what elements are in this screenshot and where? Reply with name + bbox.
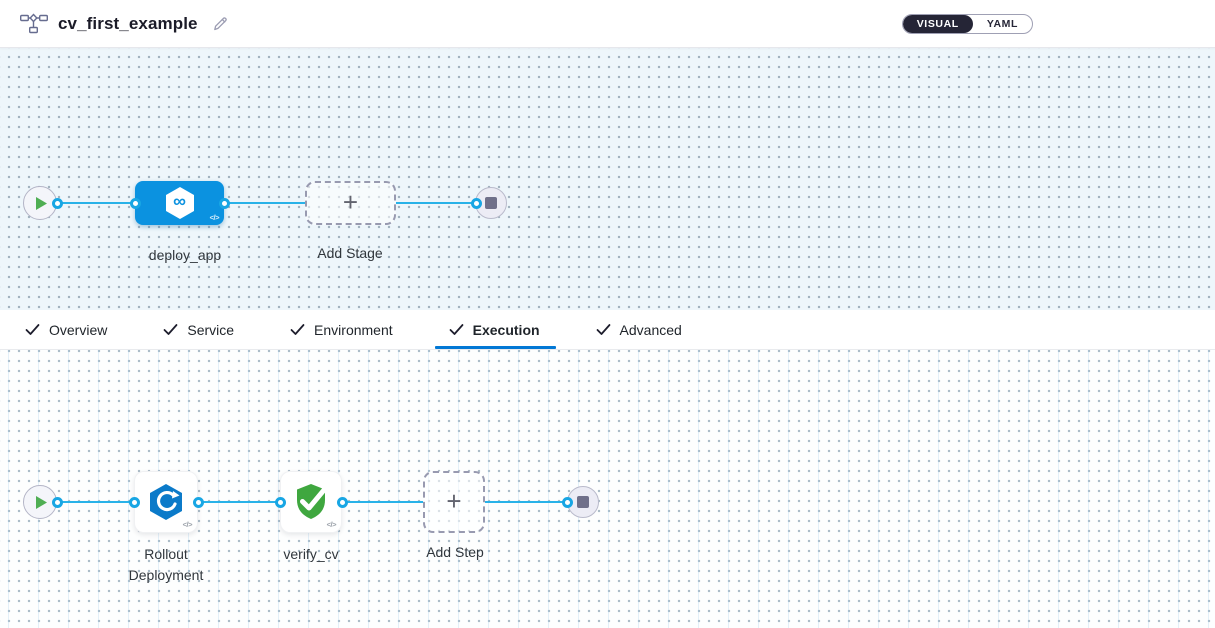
verify-shield-check-icon	[297, 484, 327, 519]
add-stage-button[interactable]: +	[305, 181, 396, 225]
stage-canvas[interactable]: ∞ </> deploy_app + Add Stage	[0, 48, 1215, 310]
edit-pipeline-name-button[interactable]	[212, 15, 230, 33]
check-icon	[596, 324, 610, 335]
connector-port[interactable]	[129, 197, 141, 209]
execution-canvas[interactable]: </> Rollout Deployment </> verify_cv + A…	[0, 350, 1215, 628]
connector-line	[342, 501, 423, 503]
toggle-visual[interactable]: VISUAL	[902, 14, 973, 33]
code-icon: </>	[326, 520, 337, 529]
stop-icon	[577, 496, 589, 508]
tab-overview[interactable]: Overview	[25, 310, 107, 349]
cd-stage-hexagon-infinity-icon: ∞	[164, 186, 196, 220]
connector-port[interactable]	[51, 496, 63, 508]
connector-port[interactable]	[561, 496, 573, 508]
connector-port[interactable]	[336, 496, 348, 508]
connector-line	[224, 202, 305, 204]
connector-line	[57, 202, 135, 204]
code-icon: </>	[209, 213, 220, 222]
connector-line	[57, 501, 134, 503]
step-label: Rollout Deployment	[128, 546, 204, 583]
plus-icon: +	[342, 187, 359, 217]
pipeline-title: cv_first_example	[58, 13, 198, 33]
pipeline-header: cv_first_example VISUAL YAML	[0, 0, 1215, 48]
step-node-rollout-deployment[interactable]: </>	[134, 471, 198, 533]
stage-label: deploy_app	[148, 247, 222, 263]
tab-service[interactable]: Service	[163, 310, 234, 349]
connector-port[interactable]	[218, 197, 230, 209]
tab-advanced[interactable]: Advanced	[596, 310, 682, 349]
tab-environment[interactable]: Environment	[290, 310, 393, 349]
toggle-yaml[interactable]: YAML	[986, 17, 1018, 30]
tab-execution[interactable]: Execution	[434, 310, 556, 349]
connector-port[interactable]	[274, 496, 286, 508]
connector-line	[396, 202, 476, 204]
code-icon: </>	[182, 520, 193, 529]
pipeline-start-node	[23, 186, 57, 220]
step-node-verify-cv[interactable]: </>	[280, 471, 342, 533]
connector-port[interactable]	[51, 197, 63, 209]
add-step-label: Add Step	[426, 544, 484, 560]
rollout-deployment-icon	[150, 484, 182, 520]
play-icon	[36, 196, 47, 210]
connector-port[interactable]	[192, 496, 204, 508]
stop-icon	[485, 197, 497, 209]
connector-port[interactable]	[128, 496, 140, 508]
stage-config-tabbar: Overview Service Environment Execution A…	[0, 310, 1215, 350]
stage-node-deploy-app[interactable]: ∞ </>	[135, 181, 224, 225]
play-icon	[36, 495, 47, 509]
check-icon	[449, 324, 464, 335]
check-icon	[163, 324, 178, 335]
check-icon	[290, 324, 305, 335]
step-label: verify_cv	[283, 546, 339, 562]
add-stage-label: Add Stage	[317, 245, 383, 261]
add-step-button[interactable]: +	[423, 471, 485, 533]
connector-line	[485, 501, 567, 503]
execution-end-node	[567, 486, 599, 518]
pipeline-graph-icon	[20, 12, 48, 33]
plus-icon: +	[446, 486, 462, 516]
active-tab-underline	[434, 346, 556, 349]
connector-port[interactable]	[470, 197, 482, 209]
connector-line	[198, 501, 280, 503]
pencil-icon	[213, 17, 227, 31]
visual-yaml-toggle: VISUAL YAML	[901, 13, 1033, 34]
check-icon	[25, 324, 40, 335]
